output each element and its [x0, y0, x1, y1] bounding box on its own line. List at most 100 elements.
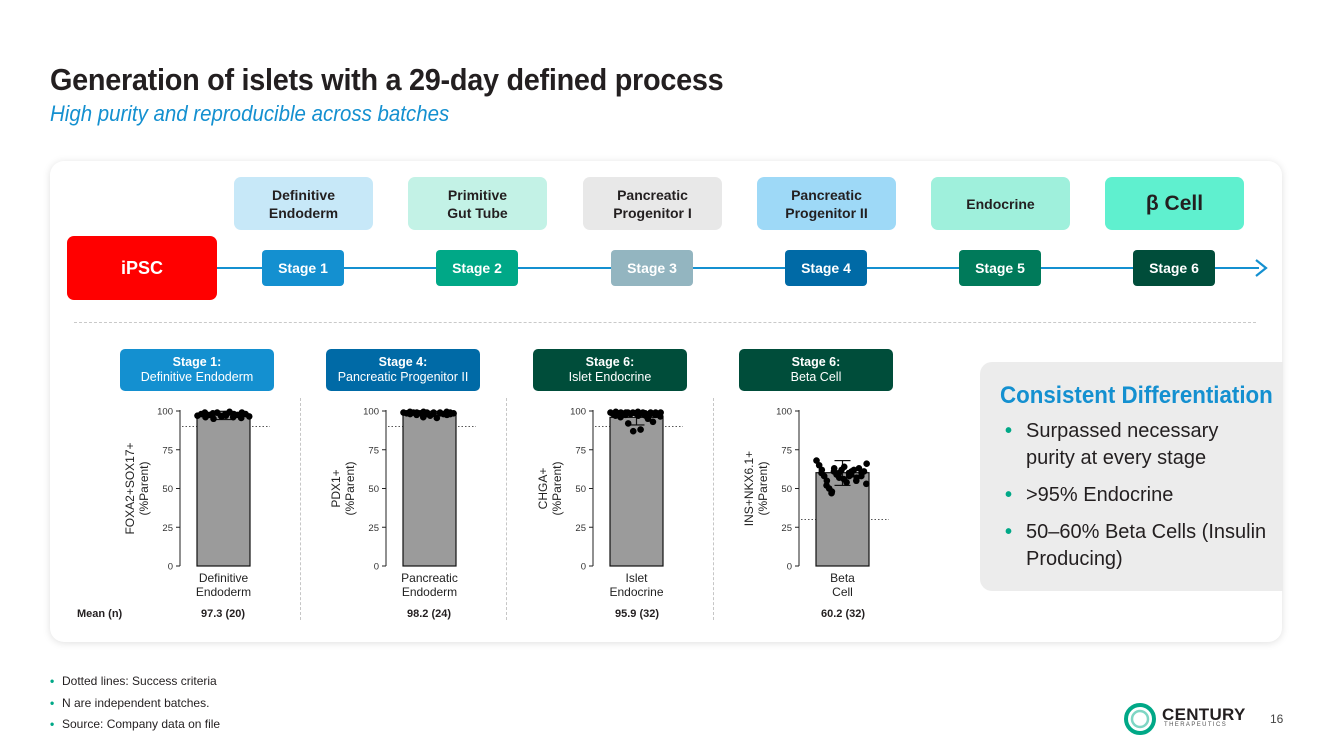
y-tick-label: 25 — [575, 523, 586, 534]
y-tick-label: 25 — [781, 523, 792, 534]
bar — [402, 413, 457, 567]
data-point — [649, 418, 657, 426]
y-axis-title: PDX1+(%Parent) — [329, 461, 357, 515]
data-point — [863, 460, 870, 467]
data-point — [657, 413, 664, 420]
timeline-line — [217, 267, 1259, 269]
data-point — [840, 463, 848, 471]
y-tick-label: 25 — [368, 523, 379, 534]
footnote: Dotted lines: Success criteria — [50, 671, 220, 693]
section-divider — [74, 322, 1256, 323]
data-point — [430, 409, 437, 416]
data-point — [641, 410, 649, 417]
footnote: N are independent batches. — [50, 693, 220, 715]
ipsc-box: iPSC — [67, 236, 217, 300]
stage-label-pancreatic-progenitor-1: Pancreatic Progenitor I — [583, 177, 722, 230]
stage-label-endocrine: Endocrine — [931, 177, 1070, 230]
data-point — [245, 413, 253, 420]
mean-value: 60.2 (32) — [820, 608, 866, 620]
consistent-differentiation-box: Consistent Differentiation Surpassed nec… — [980, 362, 1283, 591]
data-point — [843, 479, 850, 486]
y-tick-label: 100 — [776, 407, 792, 418]
slide-title: Generation of islets with a 29-day defin… — [50, 62, 724, 97]
stage-3-button: Stage 3 — [611, 250, 693, 286]
y-tick-label: 50 — [781, 484, 792, 495]
panel-header: Stage 1: Definitive Endoderm — [120, 349, 274, 391]
data-point — [850, 466, 858, 474]
stage-4-button: Stage 4 — [785, 250, 867, 286]
slide-subtitle: High purity and reproducible across batc… — [50, 101, 450, 126]
footnote: Source: Company data on file — [50, 714, 220, 736]
mean-value: 98.2 (24) — [406, 608, 452, 620]
y-tick-label: 0 — [787, 562, 792, 573]
data-point — [860, 468, 868, 475]
y-tick-label: 75 — [575, 445, 586, 456]
logo-name: CENTURY — [1162, 705, 1246, 724]
stage-5-button: Stage 5 — [959, 250, 1041, 286]
panel-separator — [713, 398, 714, 620]
y-tick-label: 50 — [368, 484, 379, 495]
y-tick-label: 75 — [162, 445, 173, 456]
data-point — [852, 477, 860, 485]
panel-header-name: Definitive Endoderm — [140, 370, 254, 384]
y-tick-label: 100 — [570, 407, 586, 418]
page-number: 16 — [1270, 712, 1284, 726]
panel-header-name: Pancreatic Progenitor II — [337, 370, 469, 384]
y-axis-title: CHGA+(%Parent) — [536, 461, 564, 515]
panel-header: Stage 4: Pancreatic Progenitor II — [326, 349, 480, 391]
y-axis-title: INS+NKX6.1+(%Parent) — [742, 451, 770, 526]
data-point — [646, 410, 654, 418]
panel-header-stage: Stage 1: — [172, 355, 222, 369]
mean-value: 97.3 (20) — [200, 608, 246, 620]
data-point — [210, 415, 217, 423]
timeline-arrow-icon — [1255, 259, 1268, 277]
bar — [609, 416, 664, 567]
y-tick-label: 50 — [162, 484, 173, 495]
data-point — [450, 410, 457, 417]
panel-header-stage: Stage 4: — [378, 355, 428, 369]
data-point — [828, 489, 835, 497]
mean-row-label: Mean (n) — [77, 608, 123, 620]
data-point — [637, 426, 644, 433]
data-point — [629, 427, 637, 435]
bar — [196, 414, 251, 567]
logo-subtitle: THERAPEUTICS — [1164, 722, 1228, 728]
stage-2-button: Stage 2 — [436, 250, 518, 286]
data-point — [433, 414, 441, 422]
mean-value: 95.9 (32) — [614, 608, 660, 620]
y-tick-label: 75 — [781, 445, 792, 456]
century-logo-icon — [1124, 703, 1156, 735]
bar — [815, 472, 870, 567]
data-point — [863, 480, 870, 488]
data-point — [634, 408, 642, 416]
y-axis-title: FOXA2+SOX17+(%Parent) — [123, 442, 151, 534]
stage-label-definitive-endoderm: Definitive Endoderm — [234, 177, 373, 230]
consistent-bullets: Surpassed necessary purity at every stag… — [1002, 418, 1272, 583]
stage-label-primitive-gut-tube: Primitive Gut Tube — [408, 177, 547, 230]
y-tick-label: 75 — [368, 445, 379, 456]
panel-separator — [506, 398, 507, 620]
y-tick-label: 0 — [168, 562, 173, 573]
panel-header-name: Islet Endocrine — [568, 370, 652, 384]
y-tick-label: 0 — [581, 562, 586, 573]
footnotes: Dotted lines: Success criteria N are ind… — [50, 671, 220, 736]
consistent-bullet: Surpassed necessary purity at every stag… — [1002, 418, 1272, 472]
panel-header: Stage 6: Beta Cell — [739, 349, 893, 391]
y-tick-label: 25 — [162, 523, 173, 534]
y-tick-label: 100 — [157, 407, 173, 418]
panel-separator — [300, 398, 301, 620]
y-tick-label: 0 — [374, 562, 379, 573]
consistent-bullet: >95% Endocrine — [1002, 482, 1272, 509]
data-point — [237, 414, 245, 422]
panel-header-stage: Stage 6: — [791, 355, 841, 369]
y-tick-label: 100 — [363, 407, 379, 418]
panel-header-name: Beta Cell — [790, 370, 842, 384]
data-point — [624, 420, 632, 427]
